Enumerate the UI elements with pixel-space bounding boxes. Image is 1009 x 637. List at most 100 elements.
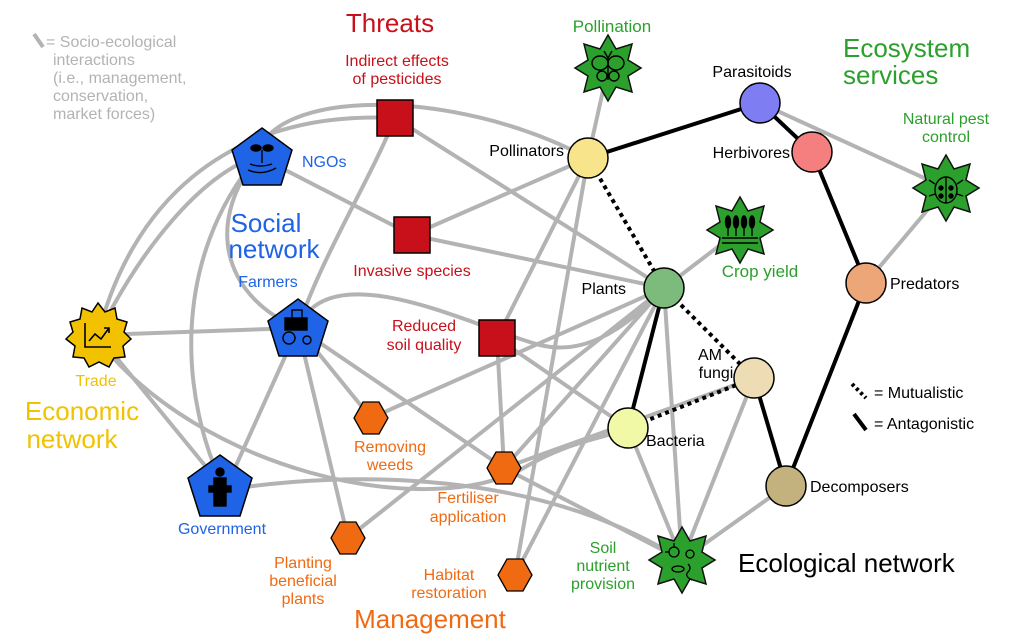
- soil-quality-label-1: Reduced: [392, 318, 456, 335]
- link-farmers-pesticides: [296, 116, 397, 330]
- crop-yield-label: Crop yield: [722, 262, 799, 281]
- plants-label: Plants: [582, 281, 626, 298]
- link-planting-plants: [346, 286, 666, 540]
- service-node-natural-pest-control: Natural pest control: [903, 111, 990, 223]
- microbe-icon: [665, 543, 695, 581]
- parasitoids-circle: [739, 82, 781, 124]
- fertiliser-label-1: Fertiliser: [437, 490, 499, 507]
- plants-circle: [643, 267, 685, 309]
- fertiliser-hexagon: [486, 451, 522, 485]
- planting-label-3: plants: [282, 591, 325, 608]
- removing-weeds-hexagon: [353, 401, 389, 435]
- decomposers-label: Decomposers: [810, 479, 909, 496]
- planting-hexagon: [330, 521, 366, 555]
- decomposers-circle: [765, 465, 807, 507]
- fertiliser-label-2: application: [430, 509, 507, 526]
- link-ngos-government: [189, 154, 260, 492]
- management-node-fertiliser: Fertiliser application: [430, 451, 522, 526]
- legend-antagonistic-label: = Antagonistic: [874, 416, 974, 433]
- legend-interaction-line3: (i.e., management,: [53, 70, 186, 87]
- social-network-heading-1: Social: [231, 208, 302, 238]
- legend-interaction-line1: = Socio-ecological: [46, 34, 176, 51]
- predators-label: Predators: [890, 276, 959, 293]
- mutualistic-bacteria-amfungi: [627, 376, 755, 430]
- antagonistic-plants-bacteria: [626, 287, 666, 429]
- ecosystem-services-heading-1: Ecosystem: [843, 33, 970, 63]
- soil-nutrient-label-2: nutrient: [576, 558, 630, 575]
- pollination-label: Pollination: [573, 17, 651, 36]
- threats-heading: Threats: [346, 8, 434, 38]
- removing-weeds-label-1: Removing: [354, 439, 426, 456]
- habitat-label-2: restoration: [411, 585, 487, 602]
- crop-yield-star: [705, 195, 775, 265]
- habitat-label-1: Habitat: [424, 567, 475, 584]
- antagonistic-predators-decomposers: [784, 282, 868, 487]
- link-pesticides-plants: [393, 116, 666, 290]
- pollinators-label: Pollinators: [489, 143, 564, 160]
- service-node-pollination: Pollination: [573, 17, 651, 103]
- threat-node-soil-quality: Reduced soil quality: [387, 318, 516, 357]
- ladybug-icon: [928, 176, 964, 204]
- antagonistic-pollinators-parasitoids: [587, 101, 761, 160]
- soil-nutrient-label-1: Soil: [590, 540, 617, 557]
- soil-quality-square: [478, 319, 516, 357]
- eco-node-decomposers: Decomposers: [765, 465, 909, 507]
- legend-antagonistic-swatch: [852, 412, 868, 432]
- trade-label: Trade: [75, 373, 116, 390]
- ngos-label: NGOs: [302, 154, 346, 171]
- link-habitat-pollinators: [513, 156, 590, 577]
- ecosystem-services-heading-2: services: [843, 60, 938, 90]
- government-label: Government: [178, 521, 267, 538]
- mutualistic-plants-amfungi: [662, 286, 756, 380]
- ecological-network-heading: Ecological network: [738, 548, 956, 578]
- invasive-label: Invasive species: [353, 263, 470, 280]
- legend-ecological: = Mutualistic = Antagonistic: [850, 382, 974, 433]
- link-government-soilnutrient: [223, 477, 684, 562]
- eco-node-bacteria: Bacteria: [607, 407, 705, 450]
- economic-network-heading-2: network: [26, 424, 118, 454]
- service-node-soil-nutrient: Soil nutrient provision: [571, 525, 717, 595]
- link-fertiliser-plants: [502, 286, 666, 470]
- management-heading: Management: [354, 604, 507, 634]
- link-trade-pesticides: [96, 115, 397, 337]
- bacteria-circle: [607, 407, 649, 449]
- legend-interaction-line5: market forces): [53, 106, 155, 123]
- herbivores-label: Herbivores: [713, 145, 790, 162]
- link-bacteria-soilnutrient: [626, 426, 684, 562]
- trade-badge: [64, 301, 133, 368]
- link-soil-pollinators: [495, 156, 590, 340]
- link-farmers-fertiliser: [296, 326, 506, 470]
- social-network-heading-2: network: [228, 234, 320, 264]
- link-farmers-plants: [296, 286, 666, 350]
- management-node-removing-weeds: Removing weeds: [353, 401, 426, 474]
- podium-speaker-icon: [208, 467, 232, 507]
- legend-grey-line-swatch: [32, 32, 45, 49]
- social-node-ngos: NGOs: [231, 127, 346, 186]
- eco-node-pollinators: Pollinators: [489, 137, 609, 179]
- economic-node-trade: Trade: [64, 301, 133, 390]
- am-fungi-label-1: AM: [698, 347, 722, 364]
- legend-interaction-line2: interactions: [53, 52, 135, 69]
- link-habitat-plants: [513, 286, 666, 577]
- removing-weeds-label-2: weeds: [366, 457, 413, 474]
- pesticides-label-1: Indirect effects: [345, 53, 449, 70]
- eco-node-herbivores: Herbivores: [713, 131, 833, 173]
- legend-interaction-line4: conservation,: [53, 88, 148, 105]
- eco-node-parasitoids: Parasitoids: [712, 64, 792, 124]
- planting-label-1: Planting: [274, 555, 332, 572]
- link-farmers-planting: [296, 326, 350, 540]
- am-fungi-label-2: fungi: [699, 365, 734, 382]
- link-trade-farmers: [96, 326, 300, 337]
- habitat-hexagon: [497, 558, 533, 592]
- natural-pest-label-1: Natural pest: [903, 111, 990, 128]
- service-node-crop-yield: Crop yield: [705, 195, 799, 281]
- butterfly-icon: [591, 50, 625, 82]
- hand-plant-icon: [247, 144, 277, 174]
- link-removing-plants: [369, 286, 666, 420]
- link-invasive-plants: [410, 233, 666, 290]
- pesticides-label-2: of pesticides: [353, 71, 442, 88]
- bacteria-label: Bacteria: [646, 433, 705, 450]
- invasive-square: [393, 216, 431, 254]
